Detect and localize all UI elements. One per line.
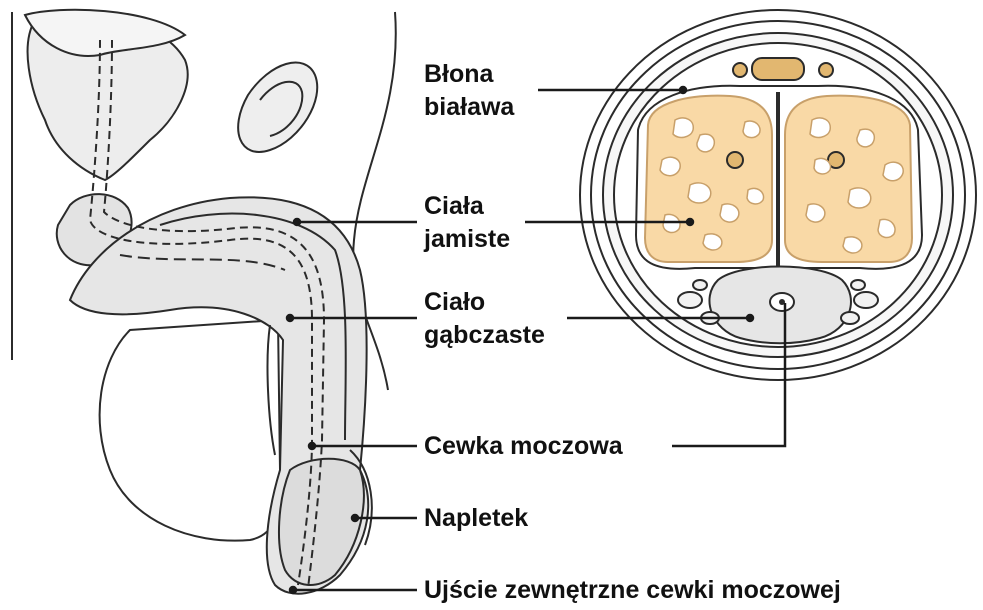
label-tunica-albuginea-line2: biaława	[424, 91, 514, 124]
label-corpora-cavernosa-line1: Ciała	[424, 190, 510, 223]
glans	[279, 459, 364, 585]
label-corpus-spongiosum-line1: Ciało	[424, 286, 545, 319]
dorsal-artery-right	[819, 63, 833, 77]
cavernous-artery-left	[727, 152, 743, 168]
cross-section-view	[580, 10, 976, 380]
label-corpus-spongiosum-line2: gąbczaste	[424, 319, 545, 352]
label-urethra: Cewka moczowa	[424, 430, 623, 463]
dorsal-vein	[752, 58, 804, 80]
label-tunica-albuginea-line1: Błona	[424, 58, 514, 91]
label-corpora-cavernosa: Ciała jamiste	[424, 190, 510, 256]
label-corpora-cavernosa-line2: jamiste	[424, 223, 510, 256]
dorsal-artery-left	[733, 63, 747, 77]
label-corpus-spongiosum: Ciało gąbczaste	[424, 286, 545, 352]
sagittal-view	[10, 10, 396, 594]
label-foreskin: Napletek	[424, 502, 528, 535]
label-tunica-albuginea: Błona biaława	[424, 58, 514, 124]
label-external-urethral-orifice: Ujście zewnętrzne cewki moczowej	[424, 574, 841, 607]
